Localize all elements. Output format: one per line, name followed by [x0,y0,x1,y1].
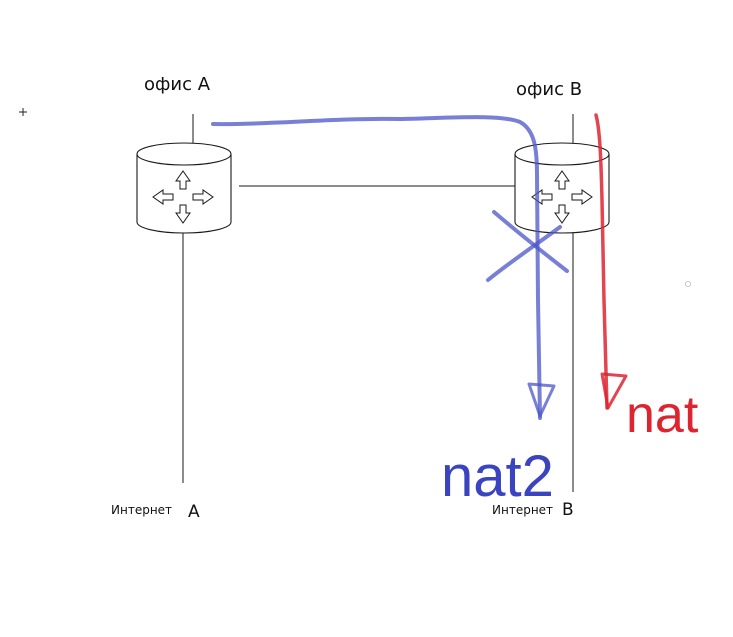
internet-b-letter: В [562,500,574,520]
internet-a-word: Интернет [111,503,172,517]
router-arrows-icon [152,170,214,224]
crosshair-icon [19,108,27,116]
blue-cross-line-1 [492,210,569,273]
blue-cross-line-2 [486,225,562,282]
link-lines [182,114,574,492]
blue-arrowhead [527,382,556,418]
red-arrowhead [600,372,628,410]
nat2-label: nat2 [441,444,554,509]
blue-annotation [211,115,569,420]
router-a [136,142,232,234]
red-annotation [594,113,628,410]
blue-route-path [211,115,542,420]
internet-a-letter: А [188,502,200,522]
nat-label: nat [626,386,699,444]
red-route-path [594,113,609,410]
router-b [514,142,610,234]
office-b-label: офис В [516,79,582,100]
internet-b-word: Интернет [492,503,553,517]
office-a-label: офис А [144,74,211,95]
dot-marker [685,281,691,287]
